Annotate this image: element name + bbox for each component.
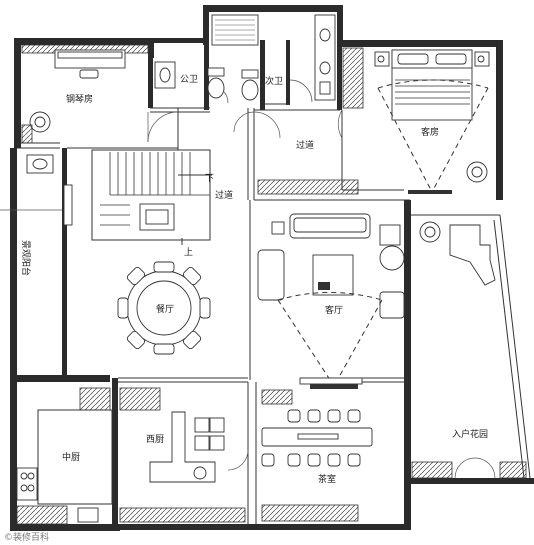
chinese-kitchen-fixtures	[16, 387, 113, 525]
interior-walls	[10, 40, 531, 528]
label-stair-up: 上	[184, 247, 193, 258]
label-second-bath: 次卫	[265, 75, 283, 87]
label-chinese-kitchen: 中厨	[62, 451, 80, 463]
label-stair-down: 下	[205, 174, 214, 184]
label-corridor-mid: 过道	[215, 189, 233, 201]
label-tea-room: 茶室	[318, 473, 336, 485]
door-swings	[147, 79, 496, 479]
label-public-bath: 公卫	[180, 74, 198, 85]
entry-garden-features	[419, 221, 496, 286]
label-view-balcony: 景观阳台	[20, 240, 32, 276]
bath-fixtures	[154, 14, 364, 109]
label-dining: 餐厅	[156, 303, 174, 315]
watermark: ©装修百科	[4, 531, 49, 543]
label-corridor-top: 过道	[296, 139, 314, 151]
dining-table-set	[117, 261, 211, 355]
label-guest-room: 客房	[421, 126, 439, 138]
western-kitchen-fixtures	[119, 387, 246, 523]
guest-room-furniture	[374, 49, 490, 194]
room-labels: 钢琴房 公卫 次卫 客房 过道 过道 景观阳台 餐厅 客厅 中厨 西厨 茶室 入…	[20, 74, 488, 485]
outer-walls	[10, 5, 534, 531]
label-piano-room: 钢琴房	[66, 93, 93, 105]
label-entry-garden: 入户花园	[452, 428, 488, 440]
tea-room-furniture	[261, 389, 373, 522]
label-living: 客厅	[325, 304, 343, 316]
label-western-kitchen: 西厨	[146, 434, 164, 445]
living-room-furniture	[257, 213, 405, 389]
balcony-furniture	[0, 154, 73, 226]
staircase	[91, 149, 212, 245]
piano-room-furniture	[21, 44, 149, 144]
